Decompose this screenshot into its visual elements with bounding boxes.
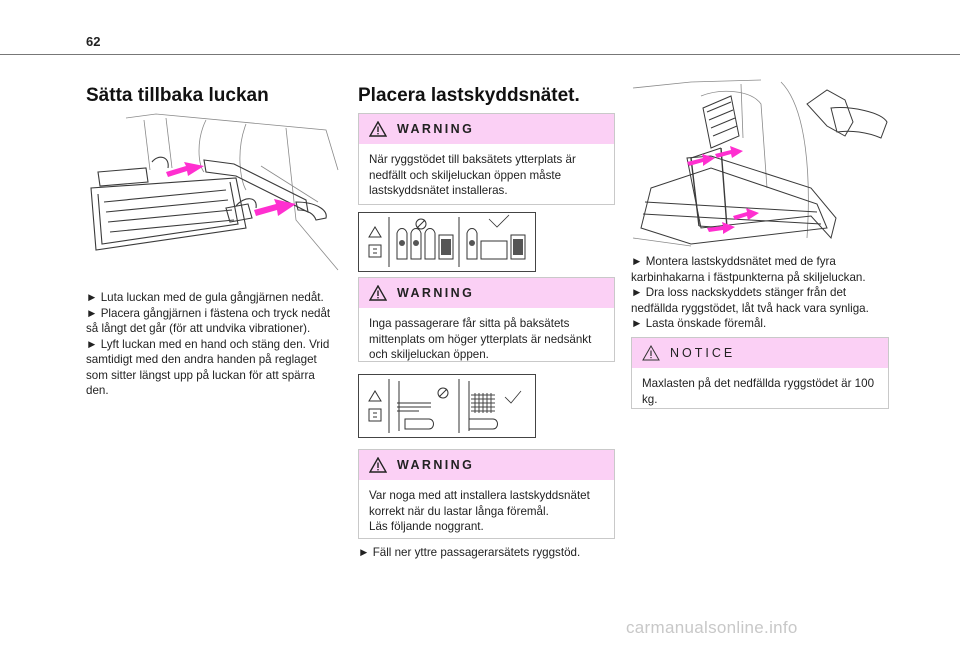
header-rule (0, 54, 960, 55)
left-step-3: ► Lyft luckan med en hand och stäng den.… (86, 337, 330, 398)
section-title-replace-hatch: Sätta tillbaka luckan (86, 85, 269, 106)
warning-label: WARNING (397, 122, 475, 136)
warning-label: WARNING (397, 286, 475, 300)
notice-box: NOTICE Maxlasten på det nedfällda ryggst… (631, 337, 889, 409)
left-instructions: ► Luta luckan med de gula gångjärnen ned… (86, 290, 340, 399)
cargo-net-drawing (632, 79, 888, 247)
notice-header: NOTICE (632, 338, 888, 368)
right-step-1: ► Montera lastskyddsnätet med de fyra ka… (631, 255, 866, 284)
seat-usage-diagram (368, 214, 526, 267)
warning-header: WARNING (359, 114, 614, 144)
left-step-1: ► Luta luckan med de gula gångjärnen ned… (86, 291, 324, 304)
site-watermark: carmanualsonline.info (626, 618, 798, 637)
warning-triangle-icon (369, 121, 387, 137)
warning-text: Inga passagerare får sitta på baksätets … (369, 317, 592, 361)
warning-box-3: WARNING Var noga med att installera last… (358, 449, 615, 539)
seat-pictogram-2 (358, 374, 536, 438)
notice-text: Maxlasten på det nedfällda ryggstödet är… (642, 377, 875, 406)
notice-triangle-icon (642, 345, 660, 361)
warning-triangle-icon (369, 457, 387, 473)
left-step-2: ► Placera gångjärnen i fästena och tryck… (86, 306, 331, 336)
warning-triangle-icon (369, 285, 387, 301)
right-step-3: ► Lasta önskade föremål. (631, 317, 767, 330)
warning-header: WARNING (359, 450, 614, 480)
middle-step: ► Fäll ner yttre passagerarsätets ryggst… (358, 546, 581, 559)
cargo-net-illustration (631, 78, 889, 248)
right-instructions: ► Montera lastskyddsnätet med de fyra ka… (631, 254, 889, 332)
warning-box-1: WARNING När ryggstödet till baksätets yt… (358, 113, 615, 205)
warning-text: Var noga med att installera lastskyddsnä… (369, 489, 590, 533)
page-number: 62 (86, 34, 101, 49)
section-title-cargo-net: Placera lastskyddsnätet. (358, 85, 580, 106)
right-step-2: ► Dra loss nackskyddets stänger från det… (631, 286, 869, 315)
warning-header: WARNING (359, 278, 614, 308)
hatch-hinge-drawing (90, 113, 339, 271)
notice-label: NOTICE (670, 346, 736, 360)
warning-text: När ryggstödet till baksätets ytterplats… (369, 153, 576, 197)
warning-label: WARNING (397, 458, 475, 472)
hatch-illustration (86, 110, 340, 282)
hatch-load-diagram (368, 379, 522, 433)
warning-box-2: WARNING Inga passagerare får sitta på ba… (358, 277, 615, 362)
seat-pictogram-1 (358, 212, 536, 272)
